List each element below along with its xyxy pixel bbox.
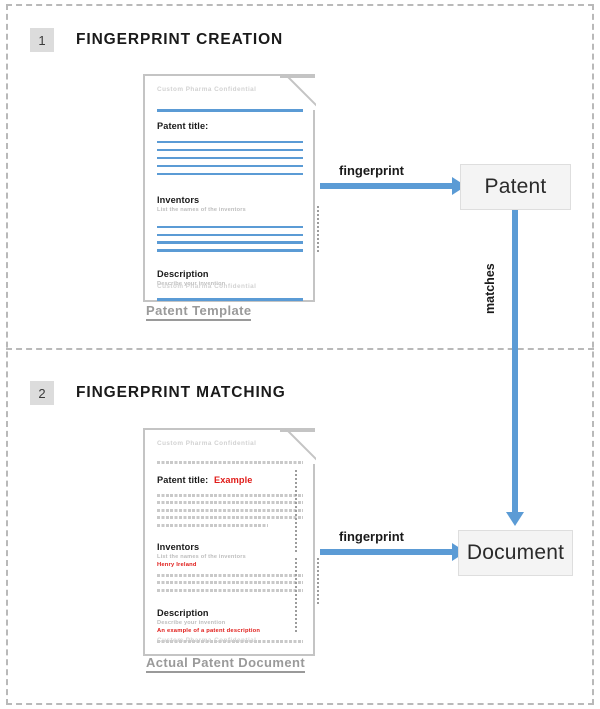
patent-template-sheet: Custom Pharma Confidential Patent title:… (143, 74, 319, 302)
caption-actual-patent-document: Actual Patent Document (146, 655, 306, 673)
gray-text-line (157, 640, 303, 644)
sheet-right-edge (313, 464, 315, 654)
blue-rule (157, 156, 303, 160)
result-box-patent: Patent (460, 164, 571, 210)
section-divider (6, 348, 594, 350)
blue-rule (157, 148, 303, 152)
actual-description-value: An example of a patent description (157, 628, 261, 635)
actual-sheet-body: Custom Pharma Confidential Patent title:… (157, 440, 303, 648)
template-sheet-body: Custom Pharma Confidential Patent title:… (157, 86, 303, 306)
template-inventors-sub: List the names of the inventors (157, 206, 246, 213)
actual-patent-sheet: Custom Pharma Confidential Patent title:… (143, 428, 319, 656)
gray-text-line (157, 516, 303, 520)
template-title-heading: Patent title: (157, 120, 209, 131)
section-title-1: FINGERPRINT CREATION (76, 31, 284, 48)
actual-inventors-value: Henry Ireland (157, 561, 197, 568)
result-box-document: Document (458, 530, 573, 576)
step-badge-1: 1 (30, 28, 54, 52)
arrow-matches (506, 210, 524, 526)
gray-text-line (157, 508, 303, 512)
dotted-rail (317, 558, 319, 604)
blue-rule (157, 241, 303, 245)
frame-border-top (6, 4, 594, 6)
actual-inventors-sub: List the names of the inventors (157, 553, 246, 560)
caption-patent-template: Patent Template (146, 303, 252, 321)
blue-rule (157, 225, 303, 229)
dotted-rail (295, 470, 297, 552)
gray-text-line (157, 588, 303, 592)
actual-inventors-heading: Inventors (157, 541, 200, 552)
template-description-heading: Description (157, 269, 209, 280)
blue-rule (157, 233, 303, 237)
blue-rule (157, 109, 303, 112)
watermark-bottom: Custom Pharma Confidential (157, 637, 257, 644)
section-heading-1: 1 FINGERPRINT CREATION (30, 28, 283, 52)
arrow-label-fingerprint-top: fingerprint (339, 163, 404, 178)
arrow-label-matches: matches (483, 263, 497, 314)
arrow-label-fingerprint-bottom: fingerprint (339, 529, 404, 544)
watermark-top: Custom Pharma Confidential (157, 86, 257, 93)
actual-description-heading: Description (157, 608, 209, 619)
blue-rule (157, 249, 303, 253)
watermark-bottom: Custom Pharma Confidential (157, 283, 257, 290)
actual-description-sub: Describe your invention (157, 620, 226, 627)
actual-title-heading: Patent title: Example (157, 475, 303, 485)
gray-text-line (157, 523, 268, 527)
frame-border-bottom (6, 703, 594, 705)
blue-rule (157, 140, 303, 144)
frame-border-left (6, 4, 8, 705)
template-inventors-heading: Inventors (157, 194, 200, 205)
blue-rule (157, 164, 303, 168)
dotted-rail (317, 206, 319, 252)
gray-text-line (157, 461, 303, 464)
blue-rule (157, 298, 303, 302)
actual-title-value: Example (213, 474, 253, 485)
arrow-fingerprint-top (320, 177, 466, 195)
section-title-2: FINGERPRINT MATCHING (76, 384, 286, 401)
watermark-top: Custom Pharma Confidential (157, 440, 257, 447)
gray-text-line (157, 493, 303, 497)
step-badge-2: 2 (30, 381, 54, 405)
template-description-sub: Describe your invention (157, 281, 226, 288)
blue-rule (157, 172, 303, 176)
gray-text-line (157, 501, 303, 505)
gray-text-line (157, 581, 303, 585)
dotted-rail (295, 558, 297, 632)
section-heading-2: 2 FINGERPRINT MATCHING (30, 381, 286, 405)
arrow-fingerprint-bottom (320, 543, 466, 561)
frame-border-right (592, 4, 594, 705)
actual-title-heading-label: Patent title: (157, 474, 209, 485)
sheet-right-edge (313, 110, 315, 300)
gray-text-line (157, 573, 303, 577)
